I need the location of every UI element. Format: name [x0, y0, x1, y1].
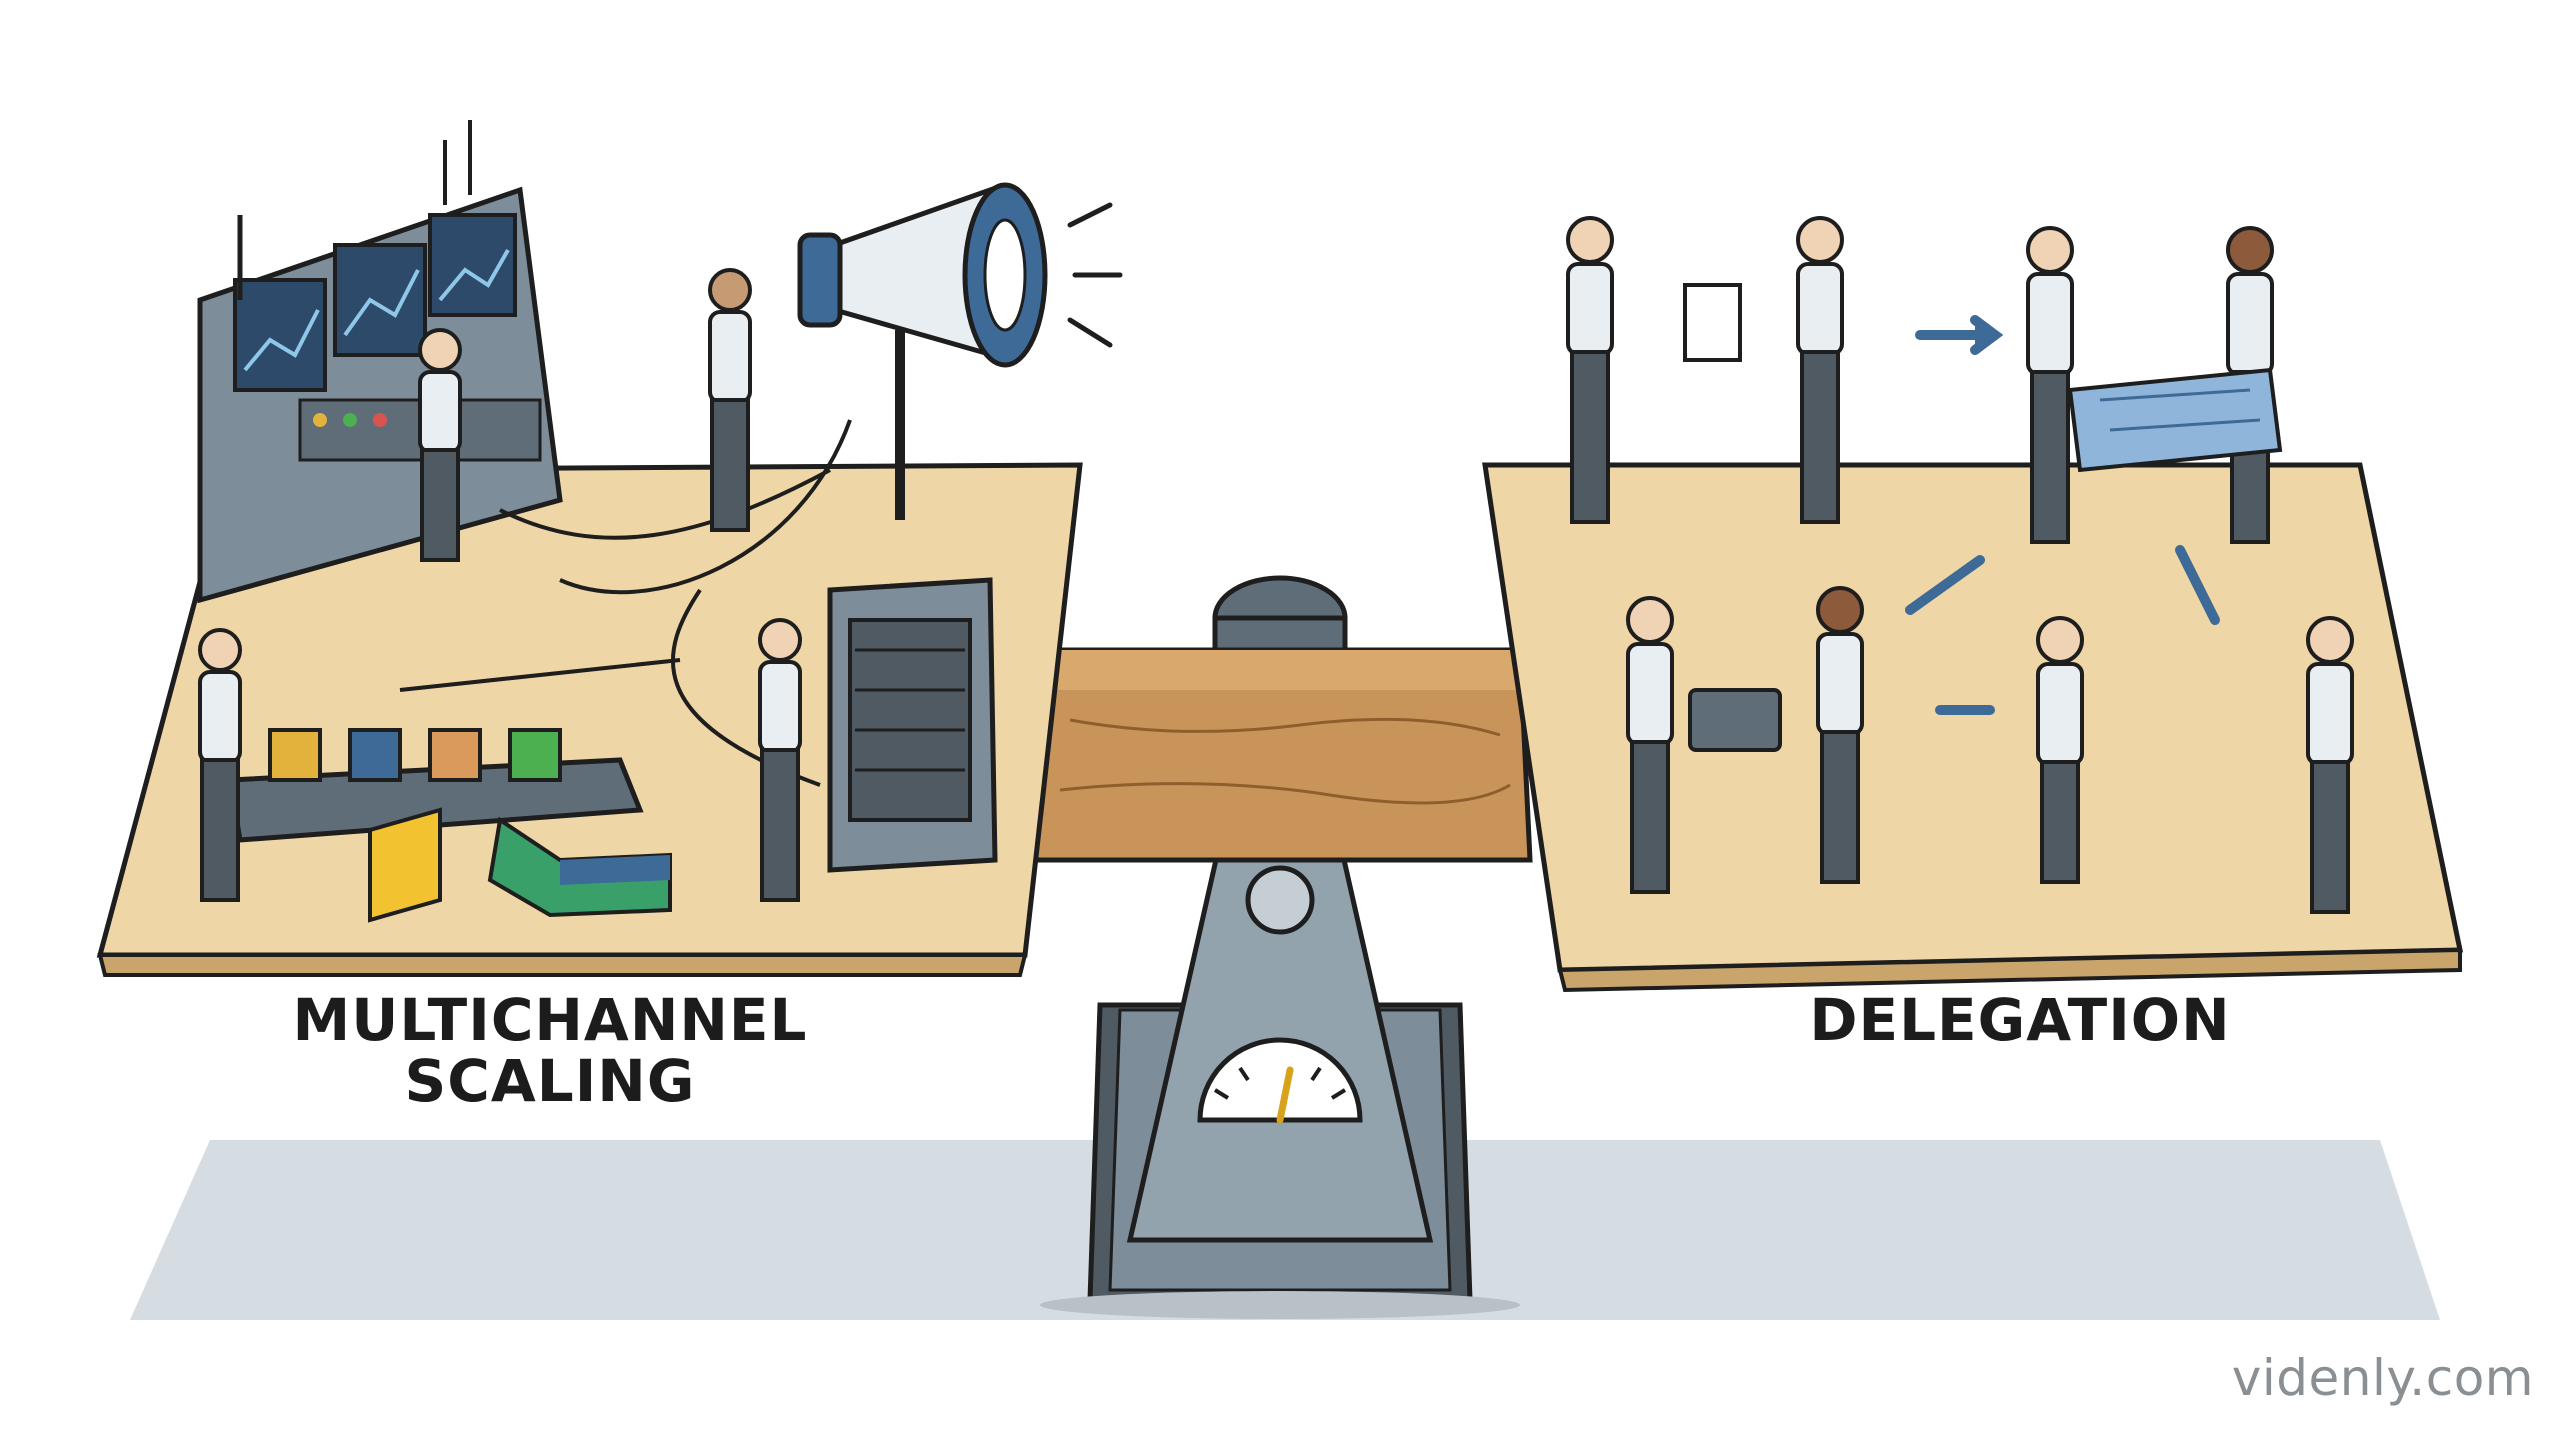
worker-megaphone: [708, 268, 752, 532]
flow-arrows: [1905, 315, 2220, 715]
worker-conveyor: [198, 628, 242, 902]
worker-console: [418, 328, 462, 562]
label-delegation: DELEGATION: [1809, 986, 2231, 1054]
people-handshake-blueprint: [2026, 226, 2283, 544]
control-console: [197, 120, 563, 604]
fulcrum: [1087, 575, 1473, 1303]
people-document-exchange: [1566, 216, 1844, 524]
people-group-trainees: [2036, 616, 2354, 914]
watermark-text: videnly.com: [2231, 1349, 2534, 1407]
label-scaling: SCALING: [404, 1046, 696, 1115]
fulcrum-shadow: [1040, 1291, 1520, 1319]
megaphone: [797, 182, 1123, 520]
server-rack: [827, 577, 998, 873]
wooden-plank: [1027, 647, 1533, 863]
label-multichannel-scaling: MULTICHANNEL SCALING: [230, 990, 870, 1112]
people-toolbox-team: [1626, 586, 1864, 894]
label-multichannel: MULTICHANNEL: [292, 986, 808, 1054]
cable-lines: [399, 419, 852, 787]
worker-server: [758, 618, 802, 902]
